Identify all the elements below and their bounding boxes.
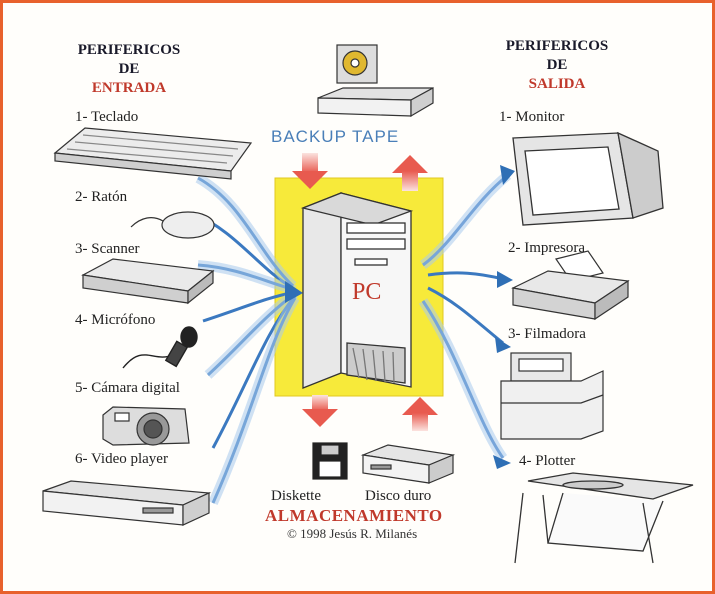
- printer-icon: [511, 250, 630, 321]
- backup-arrow-up: [392, 155, 428, 191]
- film-arrowhead: [495, 337, 511, 353]
- diskette-icon: [312, 442, 348, 480]
- video-player-icon: [42, 480, 212, 526]
- pc-tower-icon: [300, 192, 414, 389]
- keyboard-icon: [53, 127, 253, 180]
- plotter-arrowhead: [493, 455, 511, 469]
- diagram-artwork: [42, 44, 694, 564]
- output-header: PERIFERICOS DE SALIDA: [487, 37, 627, 94]
- input-label-raton: 2- Ratón: [75, 189, 128, 205]
- microphone-icon: [122, 326, 198, 369]
- output-label-monitor: 1- Monitor: [499, 109, 565, 125]
- storage-arrow-down: [302, 395, 338, 427]
- input-header-line3: ENTRADA: [91, 80, 167, 96]
- pc-label: PC: [352, 279, 382, 305]
- input-label-microfono: 4- Micrófono: [75, 312, 156, 328]
- output-header-line3: SALIDA: [528, 76, 586, 92]
- input-label-video: 6- Video player: [75, 451, 168, 467]
- output-header-line2: DE: [546, 57, 568, 73]
- input-label-teclado: 1- Teclado: [75, 109, 139, 125]
- hard-disk-icon: [360, 444, 456, 484]
- backup-tape-icon: [317, 44, 434, 118]
- film-recorder-icon: [500, 352, 604, 440]
- input-label-camara: 5- Cámara digital: [75, 380, 180, 396]
- input-arrowhead: [285, 281, 303, 303]
- output-label-plotter: 4- Plotter: [519, 453, 576, 469]
- input-header-line2: DE: [118, 61, 140, 77]
- input-label-scanner: 3- Scanner: [75, 241, 140, 257]
- output-arrow-glow: [418, 171, 512, 461]
- backup-arrow-down: [292, 153, 328, 189]
- hard-disk-label: Disco duro: [365, 488, 432, 504]
- backup-tape-label: BACKUP TAPE: [271, 127, 400, 146]
- printer-arrowhead: [497, 271, 513, 288]
- storage-arrow-up: [402, 397, 438, 431]
- output-header-line1: PERIFERICOS: [505, 38, 609, 54]
- mouse-icon: [130, 211, 215, 239]
- scanner-icon: [81, 258, 215, 305]
- monitor-arrowhead: [500, 165, 515, 185]
- output-label-impresora: 2- Impresora: [508, 240, 586, 256]
- diskette-label: Diskette: [271, 488, 321, 504]
- monitor-icon: [512, 131, 664, 226]
- copyright-credit: © 1998 Jesús R. Milanés: [287, 526, 418, 541]
- camera-icon: [102, 406, 190, 446]
- input-header: PERIFERICOS DE ENTRADA: [59, 41, 199, 98]
- storage-title: ALMACENAMIENTO: [265, 506, 443, 525]
- plotter-icon: [514, 472, 694, 564]
- input-header-line1: PERIFERICOS: [77, 42, 181, 58]
- output-label-filmadora: 3- Filmadora: [508, 326, 586, 342]
